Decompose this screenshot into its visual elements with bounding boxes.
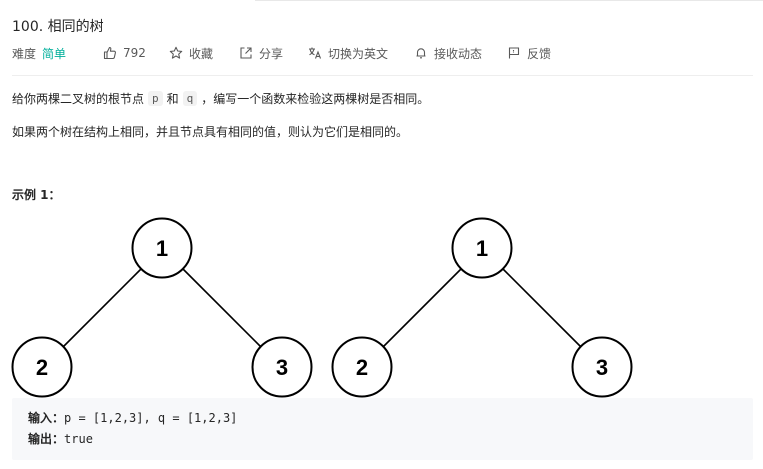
feedback-label: 反馈 bbox=[527, 46, 552, 61]
thumbs-up-icon bbox=[103, 46, 117, 60]
desc-text-2: 和 bbox=[166, 92, 179, 106]
collect-button[interactable]: 收藏 bbox=[169, 45, 213, 62]
tree-node: 2 bbox=[11, 336, 73, 398]
share-icon bbox=[239, 46, 253, 60]
share-button[interactable]: 分享 bbox=[239, 45, 283, 62]
problem-title: 100. 相同的树 bbox=[12, 19, 104, 35]
description-paragraph-2: 如果两个树在结构上相同，并且节点具有相同的值，则认为它们是相同的。 bbox=[12, 125, 409, 139]
tree-edge bbox=[502, 268, 582, 348]
feedback-button[interactable]: 反馈 bbox=[507, 45, 551, 62]
share-label: 分享 bbox=[258, 46, 283, 61]
tree-node: 3 bbox=[571, 336, 633, 398]
tree-node: 3 bbox=[251, 336, 313, 398]
star-icon bbox=[169, 46, 183, 60]
difficulty-label: 难度 bbox=[12, 46, 37, 61]
example-output-line: 输出：true bbox=[28, 429, 753, 450]
inline-code-q: q bbox=[182, 91, 198, 106]
subscribe-button[interactable]: 接收动态 bbox=[414, 45, 482, 62]
like-count: 792 bbox=[123, 46, 146, 60]
problem-meta-bar: 难度 简单 792 收藏 分享 切换为英文 接收动态 反馈 bbox=[12, 44, 551, 62]
tree-edge bbox=[62, 268, 142, 348]
tree-node-label: 1 bbox=[156, 236, 168, 261]
tree-node-label: 1 bbox=[476, 236, 488, 261]
input-label: 输入： bbox=[28, 411, 65, 425]
desc-text-3: ，编写一个函数来检验这两棵树是否相同。 bbox=[201, 92, 430, 106]
tree-node-label: 3 bbox=[596, 355, 608, 380]
translate-icon bbox=[308, 46, 322, 60]
header-divider bbox=[12, 75, 753, 76]
input-value: p = [1,2,3], q = [1,2,3] bbox=[64, 411, 238, 425]
example-title: 示例 1： bbox=[12, 188, 61, 202]
inline-code-p: p bbox=[148, 91, 163, 106]
tree-node: 1 bbox=[131, 217, 193, 279]
subscribe-label: 接收动态 bbox=[433, 46, 482, 61]
tree-node-label: 3 bbox=[276, 355, 288, 380]
difficulty-value: 简单 bbox=[42, 46, 67, 61]
tree-node: 1 bbox=[451, 217, 513, 279]
tree-p: 1 2 3 bbox=[11, 217, 313, 398]
top-divider bbox=[255, 0, 763, 1]
tree-edge bbox=[382, 268, 462, 348]
tree-node-label: 2 bbox=[356, 355, 368, 380]
example-tree-diagram: 1 2 3 1 2 3 bbox=[11, 217, 633, 398]
desc-text-1: 给你两棵二叉树的根节点 bbox=[12, 92, 145, 106]
switch-language-label: 切换为英文 bbox=[327, 46, 388, 61]
tree-q: 1 2 3 bbox=[331, 217, 633, 398]
collect-label: 收藏 bbox=[188, 46, 213, 61]
description-paragraph-1: 给你两棵二叉树的根节点 p 和 q ，编写一个函数来检验这两棵树是否相同。 bbox=[12, 90, 429, 107]
example-input-line: 输入：p = [1,2,3], q = [1,2,3] bbox=[28, 408, 753, 429]
tree-edge bbox=[182, 268, 262, 348]
tree-node: 2 bbox=[331, 336, 393, 398]
tree-node-label: 2 bbox=[36, 355, 48, 380]
example-code-block: 输入：p = [1,2,3], q = [1,2,3] 输出：true bbox=[12, 398, 753, 460]
switch-language-button[interactable]: 切换为英文 bbox=[308, 45, 388, 62]
bell-icon bbox=[414, 46, 428, 60]
output-value: true bbox=[64, 432, 93, 446]
like-button[interactable]: 792 bbox=[103, 46, 146, 60]
flag-icon bbox=[507, 46, 521, 60]
output-label: 输出： bbox=[28, 432, 65, 446]
